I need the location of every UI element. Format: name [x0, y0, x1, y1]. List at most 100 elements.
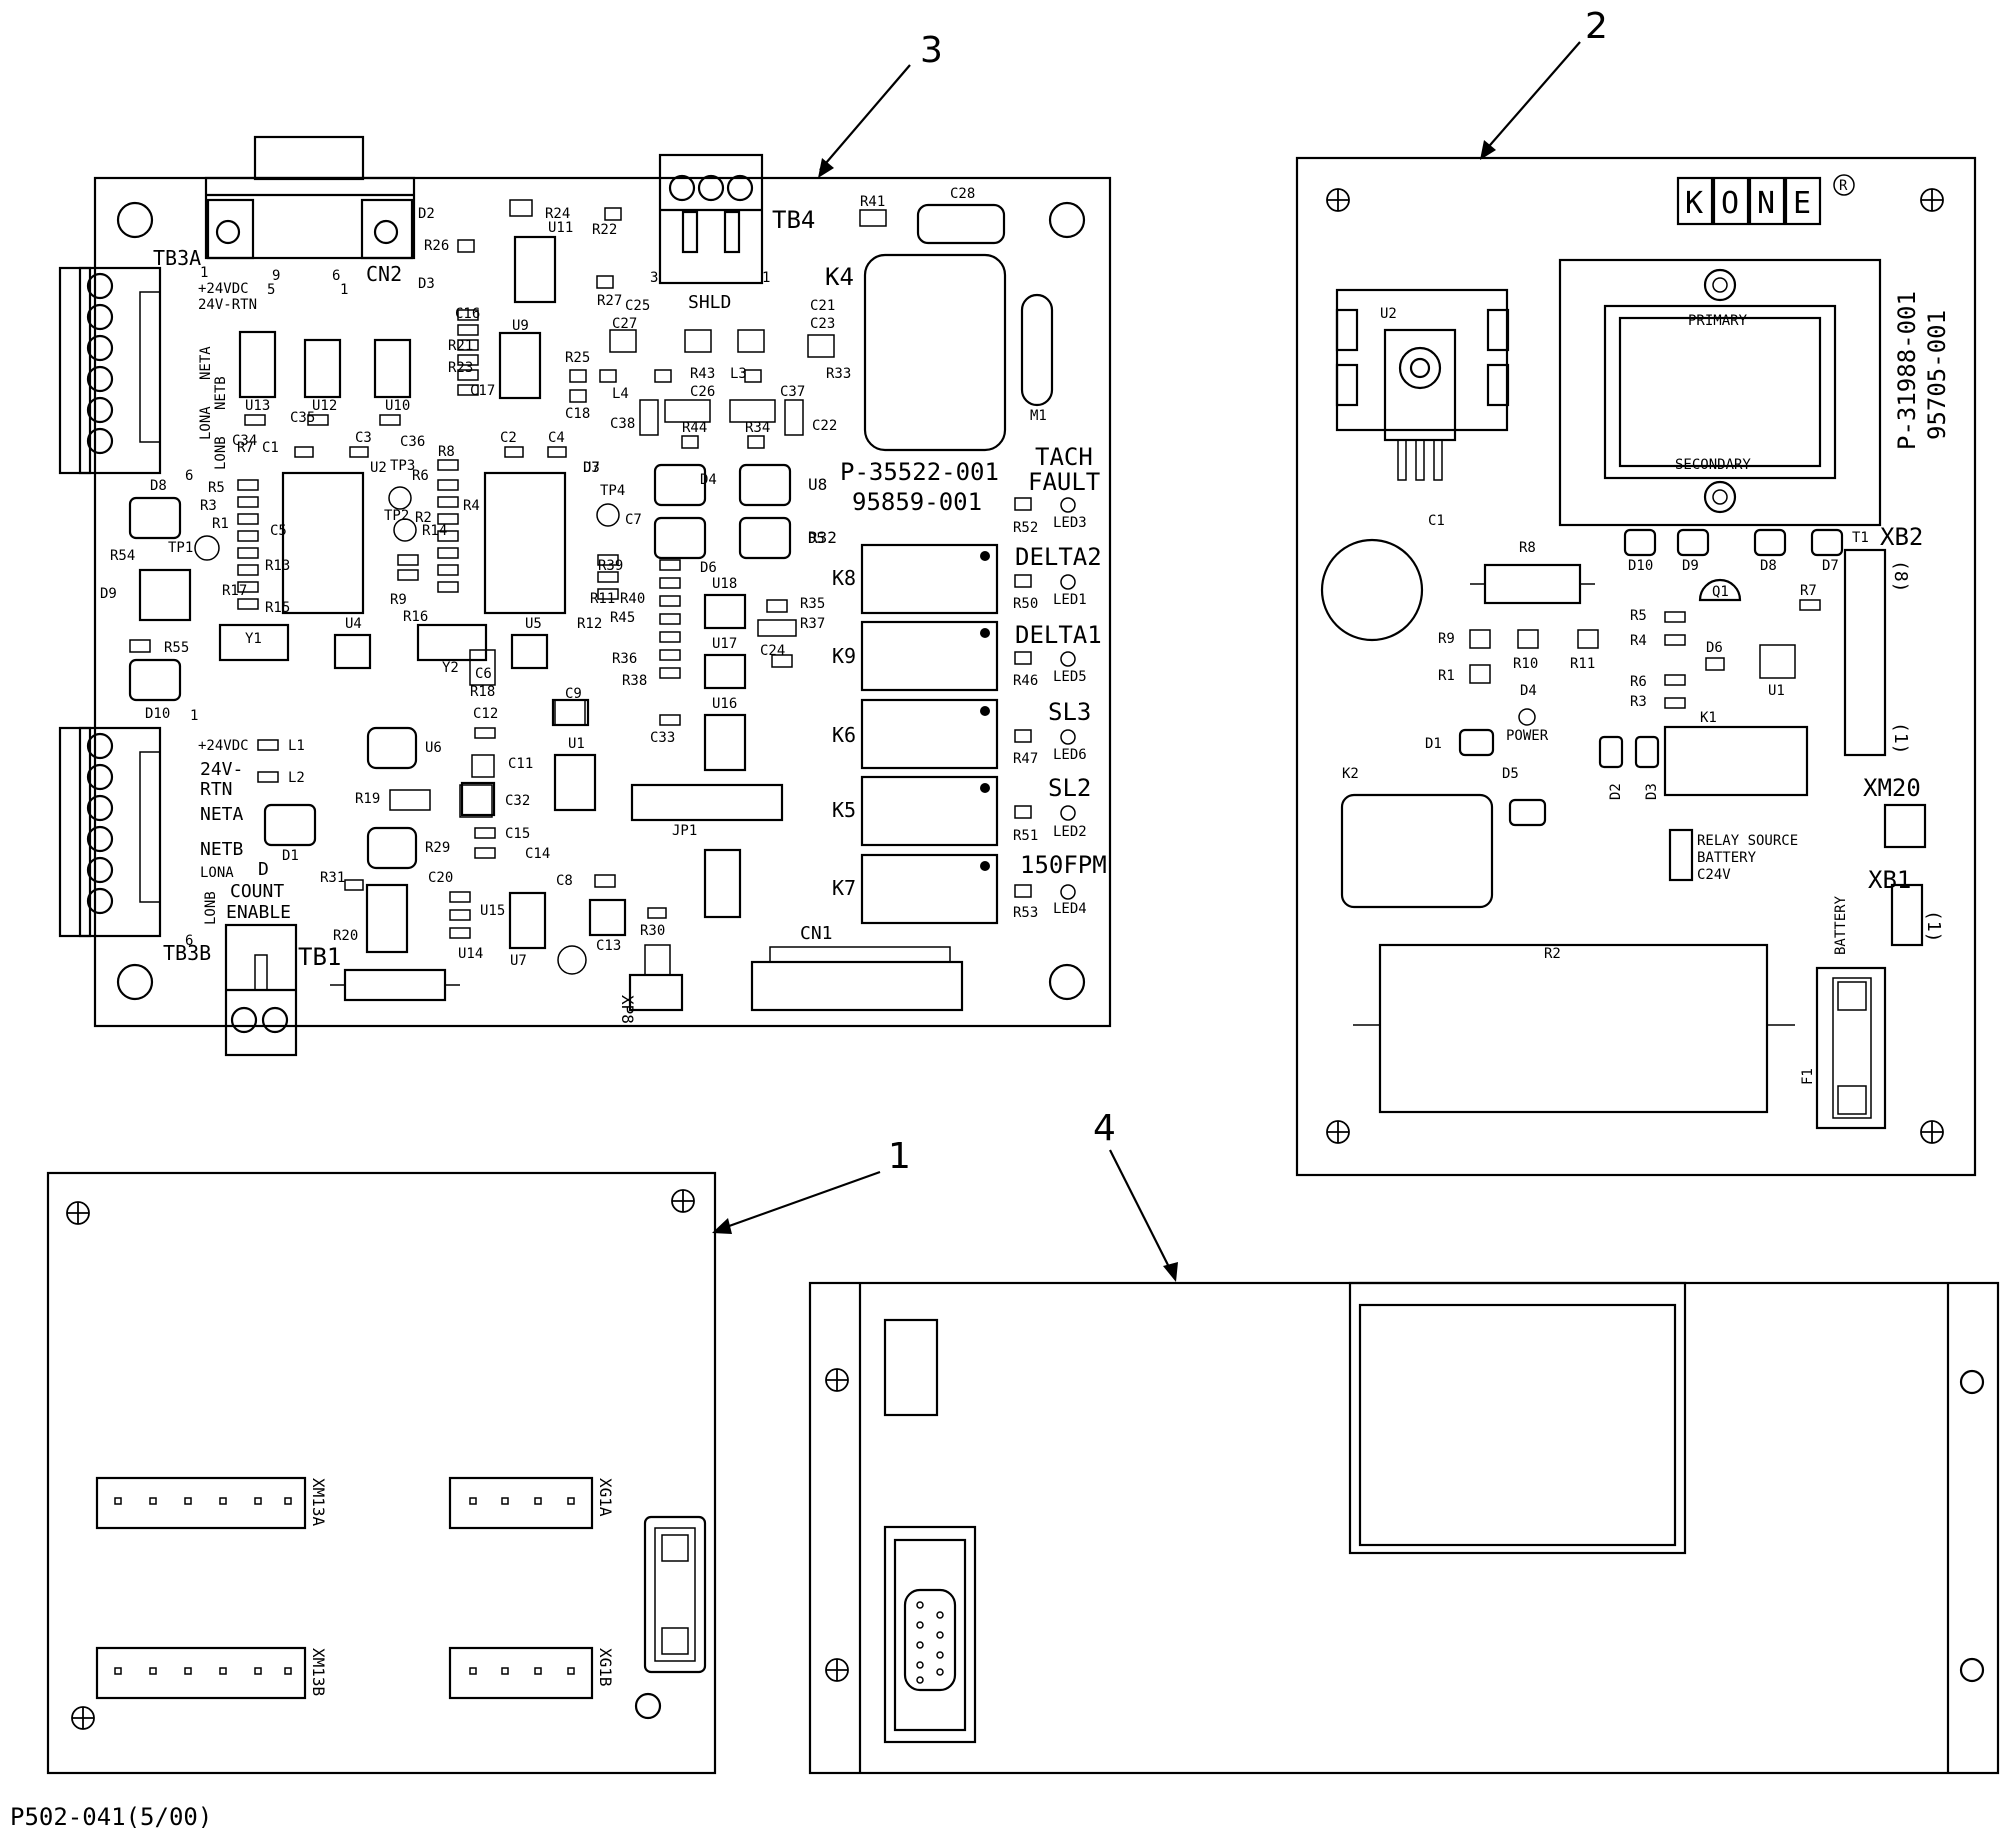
svg-text:C36: C36: [400, 434, 425, 450]
svg-text:R20: R20: [333, 928, 358, 944]
svg-text:R43: R43: [690, 366, 715, 382]
svg-text:PRIMARY: PRIMARY: [1688, 313, 1748, 329]
svg-text:C28: C28: [950, 186, 975, 202]
svg-text:R26: R26: [424, 238, 449, 254]
callout-1-label: 1: [888, 1136, 911, 1177]
svg-text:D2: D2: [418, 206, 435, 222]
svg-text:DELTA1: DELTA1: [1015, 621, 1102, 649]
svg-text:C16: C16: [455, 306, 480, 322]
svg-text:D1: D1: [1425, 736, 1442, 752]
svg-text:C34: C34: [232, 433, 257, 449]
svg-text:C6: C6: [475, 666, 492, 682]
cn1-connector: [750, 960, 964, 1012]
svg-text:C23: C23: [810, 316, 835, 332]
svg-text:D6: D6: [700, 560, 717, 576]
svg-text:U16: U16: [712, 696, 737, 712]
svg-text:R24: R24: [545, 206, 570, 222]
resistor-r2: [1378, 943, 1769, 1114]
svg-text:C24: C24: [760, 643, 785, 659]
board-2: K O N E R PRIMARY SECONDARY P-31988-001 …: [1295, 156, 1977, 1177]
svg-text:6: 6: [185, 468, 193, 484]
svg-text:K9: K9: [832, 644, 856, 668]
svg-text:D4: D4: [1520, 683, 1537, 699]
svg-text:C37: C37: [780, 384, 805, 400]
svg-text:Y2: Y2: [442, 660, 459, 676]
svg-text:R6: R6: [412, 468, 429, 484]
svg-text:D10: D10: [1628, 558, 1653, 574]
svg-text:LED1: LED1: [1053, 592, 1087, 608]
svg-text:1: 1: [762, 270, 770, 286]
svg-text:R5: R5: [208, 480, 225, 496]
svg-text:TP2: TP2: [384, 508, 409, 524]
relay-k6: K6 SL3 R47 LED6: [832, 698, 1091, 770]
svg-text:R35: R35: [800, 596, 825, 612]
callout-4: 4: [1093, 1108, 1178, 1282]
svg-text:C18: C18: [565, 406, 590, 422]
svg-text:SL3: SL3: [1048, 698, 1091, 726]
svg-text:C20: C20: [428, 870, 453, 886]
svg-text:R2: R2: [415, 510, 432, 526]
svg-text:M1: M1: [1030, 408, 1047, 424]
svg-text:U13: U13: [245, 398, 270, 414]
svg-text:R4: R4: [1630, 633, 1647, 649]
board3-refdes: D2 R24 R22 U11 R26 D3 R27 R41 C28 C25 C2…: [100, 186, 975, 969]
svg-text:U12: U12: [312, 398, 337, 414]
svg-text:U5: U5: [525, 616, 542, 632]
svg-text:R50: R50: [1013, 596, 1038, 612]
svg-text:K1: K1: [1700, 710, 1717, 726]
svg-text:K6: K6: [832, 723, 856, 747]
svg-text:R41: R41: [860, 194, 885, 210]
tb4-label: TB4: [772, 206, 815, 234]
svg-text:U9: U9: [512, 318, 529, 334]
svg-text:U15: U15: [480, 903, 505, 919]
svg-text:L3: L3: [730, 366, 747, 382]
connector-xm13a: XM13A: [95, 1476, 328, 1530]
regulator-u2: [1335, 288, 1510, 481]
svg-text:C2: C2: [500, 430, 517, 446]
svg-text:D9: D9: [100, 586, 117, 602]
callout-1: 1: [712, 1136, 911, 1234]
svg-text:C7: C7: [625, 512, 642, 528]
svg-text:L2: L2: [288, 770, 305, 786]
svg-text:(1): (1): [1890, 722, 1911, 755]
svg-text:K8: K8: [832, 566, 856, 590]
connector-xm13b: XM13B: [95, 1646, 328, 1700]
svg-text:R39: R39: [598, 558, 623, 574]
callout-4-label: 4: [1093, 1108, 1116, 1149]
svg-text:U2: U2: [370, 460, 387, 476]
relay-k9: K9 DELTA1 R46 LED5: [832, 620, 1102, 692]
svg-text:U1: U1: [1768, 683, 1785, 699]
svg-text:NETB: NETB: [213, 376, 229, 410]
callout-2: 2: [1480, 6, 1608, 160]
svg-text:Q1: Q1: [1712, 584, 1729, 600]
svg-text:R27: R27: [597, 293, 622, 309]
svg-text:D4: D4: [700, 472, 717, 488]
svg-text:24V-RTN: 24V-RTN: [198, 297, 257, 313]
svg-text:R15: R15: [265, 600, 290, 616]
svg-text:R38: R38: [622, 673, 647, 689]
svg-text:R31: R31: [320, 870, 345, 886]
svg-text:150FPM: 150FPM: [1020, 851, 1107, 879]
xb1-connector: [1890, 883, 1924, 947]
shld-label: SHLD: [688, 292, 731, 313]
svg-text:R40: R40: [620, 591, 645, 607]
svg-text:U6: U6: [425, 740, 442, 756]
svg-text:LED3: LED3: [1053, 515, 1087, 531]
board3-passives: [129, 199, 887, 939]
svg-text:D10: D10: [145, 706, 170, 722]
svg-text:D1: D1: [282, 848, 299, 864]
svg-text:R44: R44: [682, 420, 707, 436]
tb3a-terminal: TB3A 1 6 +24VDC 24V-RTN NETA NETB LONA L…: [58, 246, 257, 484]
svg-text:R53: R53: [1013, 905, 1038, 921]
svg-text:R4: R4: [463, 498, 480, 514]
jp1-header: [630, 783, 784, 822]
svg-text:R30: R30: [640, 923, 665, 939]
svg-text:F1: F1: [1800, 1068, 1816, 1085]
relay-k2: [1340, 793, 1494, 909]
svg-text:LED6: LED6: [1053, 747, 1087, 763]
board2-assy-no: 95705-001: [1923, 310, 1951, 440]
svg-text:LONA: LONA: [200, 865, 234, 881]
svg-text:R1: R1: [1438, 668, 1455, 684]
svg-text:1: 1: [200, 265, 208, 281]
k4-relay: [863, 253, 1007, 452]
